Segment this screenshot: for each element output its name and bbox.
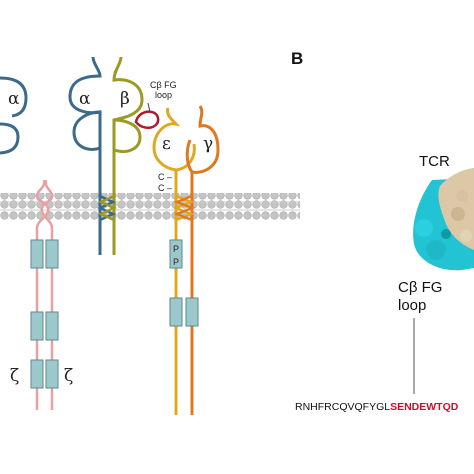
alpha-label-partial: α <box>8 89 20 109</box>
tcr-protein-surface <box>413 168 474 271</box>
tcr-tm-coil <box>97 194 117 222</box>
p-label-1: P <box>173 244 179 254</box>
itam-box <box>45 359 59 389</box>
zeta-dimer <box>30 179 59 410</box>
itam-box <box>45 311 59 341</box>
sequence-red: SENDEWTQD <box>390 401 459 413</box>
tcr-alpha-chain <box>68 56 102 255</box>
panel-a: α ζ ζ α β <box>0 56 300 415</box>
itam-box <box>185 297 199 327</box>
itam-box <box>169 297 183 327</box>
epsilon-label: ε <box>162 134 171 154</box>
c-label-2: C – <box>158 183 172 193</box>
sequence-black: RNHFRCQVQFYGL <box>295 401 390 413</box>
alpha-label: α <box>79 89 91 109</box>
cbeta-fg-loop <box>134 110 160 130</box>
cbeta-fg-label-line2: loop <box>398 297 426 314</box>
zeta-label-right: ζ <box>64 366 73 386</box>
alpha-chain-partial <box>0 76 28 155</box>
itam-box <box>45 239 59 269</box>
panel-b-letter: B <box>291 49 303 68</box>
cd3-epsilon-chain <box>152 107 196 415</box>
itam-box <box>30 359 44 389</box>
cell-membrane <box>0 193 300 220</box>
tcr-beta-chain <box>112 56 144 255</box>
tcr-label: TCR <box>419 153 450 170</box>
itam-box <box>30 239 44 269</box>
panel-b: B TCR Cβ FG loop RNHFRCQVQFYGLSENDEWTQD <box>291 49 474 413</box>
cbeta-fg-label-line1: Cβ FG <box>398 279 442 296</box>
cbeta-fg-loop-label-1: Cβ FG <box>150 80 177 90</box>
loop-pointer <box>147 102 151 113</box>
cbeta-fg-loop-label-2: loop <box>155 90 172 100</box>
p-label-2: P <box>173 257 179 267</box>
zeta-label-left: ζ <box>10 366 19 386</box>
gamma-label: γ <box>203 134 213 154</box>
cd3-tm-coil <box>172 194 196 222</box>
beta-label: β <box>120 89 130 109</box>
itam-box <box>169 239 183 269</box>
peptide-sequence: RNHFRCQVQFYGLSENDEWTQD <box>295 401 459 413</box>
c-label-1: C – <box>158 172 172 182</box>
cd3-gamma-chain <box>185 105 220 415</box>
itam-box <box>30 311 44 341</box>
